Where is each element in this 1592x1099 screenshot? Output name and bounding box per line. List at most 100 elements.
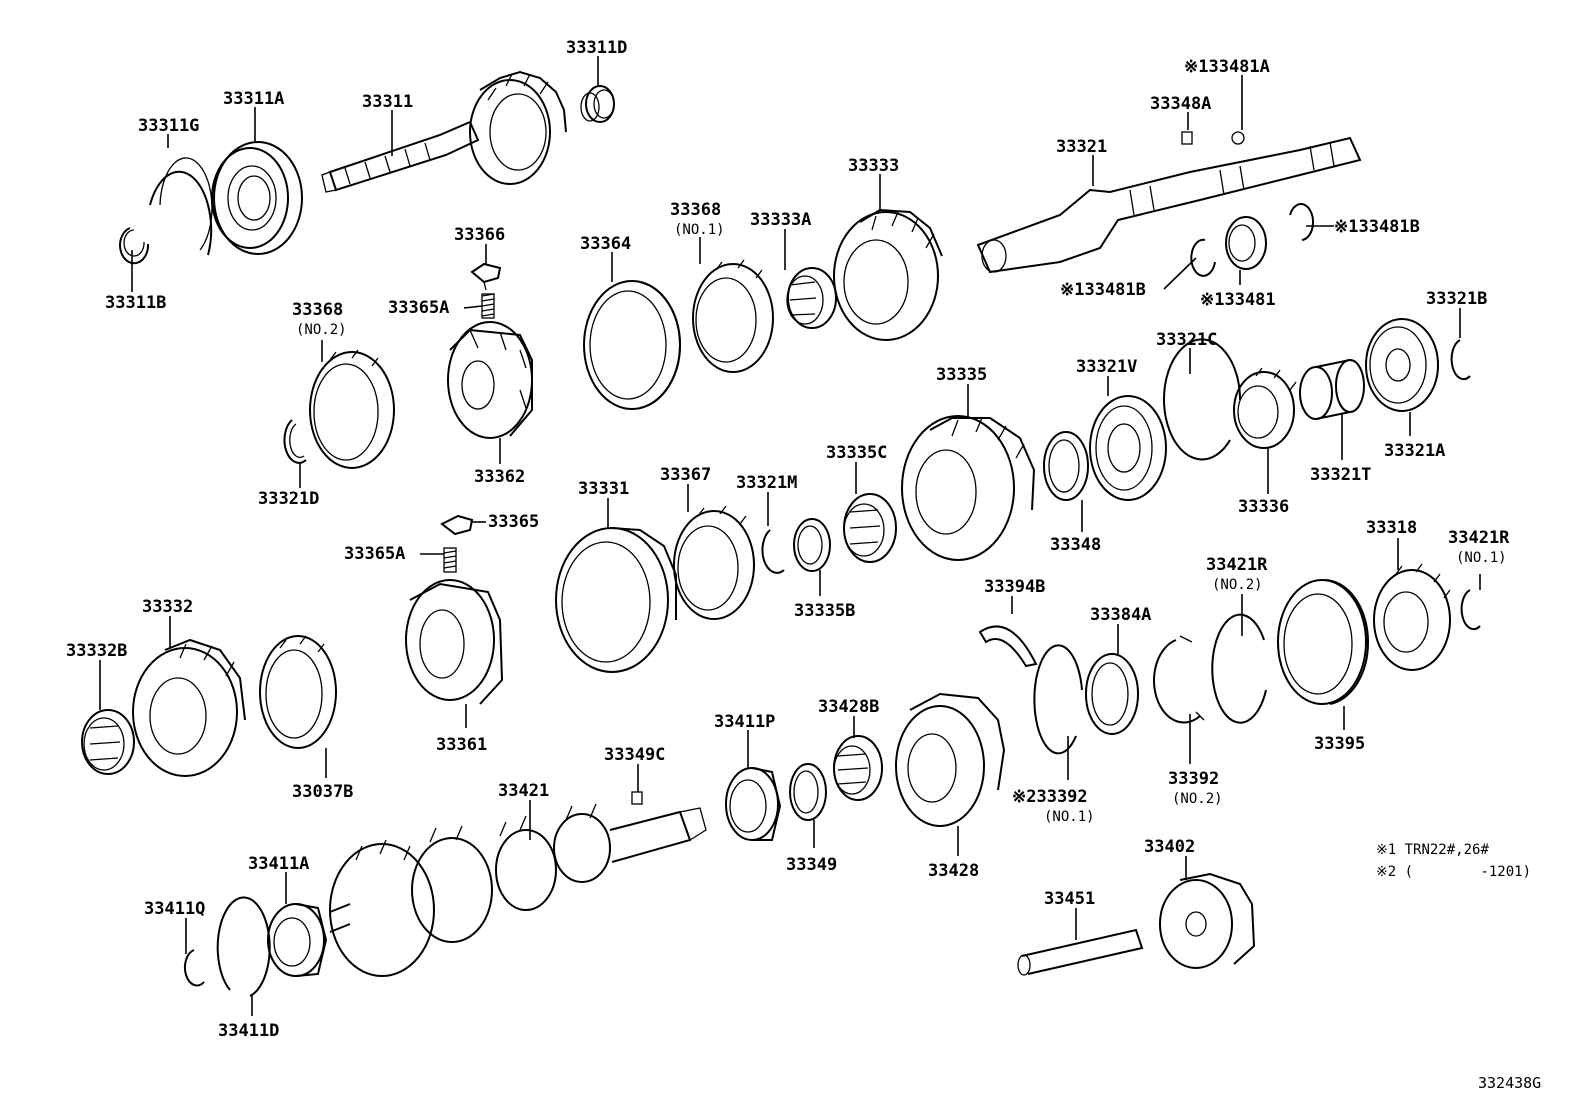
part-33451-idler-shaft bbox=[1017, 928, 1144, 976]
label-133481b-right: ※133481B bbox=[1334, 217, 1420, 237]
label-33332: 33332 bbox=[142, 597, 193, 617]
part-33321a-ball-bearing bbox=[1365, 318, 1439, 412]
part-33335c-needle-bearing bbox=[843, 493, 897, 563]
label-33368-no1-sub: (NO.1) bbox=[674, 222, 725, 238]
label-33395: 33395 bbox=[1314, 734, 1365, 754]
part-33394b-fork-pad bbox=[978, 625, 1038, 668]
label-33321t: 33321T bbox=[1310, 465, 1371, 485]
part-33335b-ring bbox=[793, 518, 831, 572]
label-33348: 33348 bbox=[1050, 535, 1101, 555]
label-33402: 33402 bbox=[1144, 837, 1195, 857]
label-33321: 33321 bbox=[1056, 137, 1107, 157]
part-labels: 33311D 33311A 33311 33311G 33311B 33366 … bbox=[66, 38, 1541, 1092]
label-33421r-no1-sub: (NO.1) bbox=[1456, 550, 1507, 566]
label-33365a-upper: 33365A bbox=[388, 298, 449, 318]
label-33366: 33366 bbox=[454, 225, 505, 245]
part-33395-hub-sleeve bbox=[1277, 579, 1370, 705]
part-33311-input-shaft bbox=[321, 70, 567, 193]
label-33368-no2-sub: (NO.2) bbox=[296, 322, 347, 338]
label-33392-no2: 33392 bbox=[1168, 769, 1219, 789]
part-33411q-snap-ring bbox=[183, 949, 205, 987]
label-33318: 33318 bbox=[1366, 518, 1417, 538]
label-33037b: 33037B bbox=[292, 782, 353, 802]
label-33333a: 33333A bbox=[750, 210, 811, 230]
label-33335b: 33335B bbox=[794, 601, 855, 621]
part-33311d-needle-bearing bbox=[580, 85, 615, 123]
label-33384a: 33384A bbox=[1090, 605, 1151, 625]
part-33392-no1-snap-ring bbox=[1033, 644, 1083, 755]
label-33411a: 33411A bbox=[248, 854, 309, 874]
label-33335: 33335 bbox=[936, 365, 987, 385]
part-33421r-no2-ring bbox=[1211, 613, 1267, 724]
label-33348a: 33348A bbox=[1150, 94, 1211, 114]
part-33311g-snap-ring bbox=[149, 157, 213, 256]
part-33411a-bearing bbox=[267, 903, 328, 977]
part-33365a-spring-lower bbox=[443, 547, 457, 573]
part-33366-shifting-key bbox=[470, 262, 502, 291]
part-33428-gear bbox=[895, 692, 1006, 827]
label-33368-no2: 33368 bbox=[292, 300, 343, 320]
footnote-1: ※1 TRN22#,26# bbox=[1376, 842, 1489, 858]
label-33365a-lower: 33365A bbox=[344, 544, 405, 564]
label-33361: 33361 bbox=[436, 735, 487, 755]
part-33333-gear bbox=[833, 208, 943, 341]
label-133481a: ※133481A bbox=[1184, 57, 1270, 77]
label-33365: 33365 bbox=[488, 512, 539, 532]
label-33367: 33367 bbox=[660, 465, 711, 485]
part-33321-output-shaft bbox=[976, 131, 1362, 274]
part-33321b-snap-ring bbox=[1450, 339, 1471, 381]
part-33411d-snap-ring bbox=[216, 896, 271, 997]
part-33428b-needle-bearing bbox=[833, 735, 883, 801]
label-33335c: 33335C bbox=[826, 443, 887, 463]
label-33428b: 33428B bbox=[818, 697, 879, 717]
label-33411d: 33411D bbox=[218, 1021, 279, 1041]
footnote-2: ※2 ( -1201) bbox=[1376, 864, 1531, 880]
part-33365-shifting-key bbox=[440, 514, 474, 536]
label-33311b: 33311B bbox=[105, 293, 166, 313]
label-33392-no1: ※233392 bbox=[1012, 787, 1088, 807]
label-33311g: 33311G bbox=[138, 116, 199, 136]
label-33428: 33428 bbox=[928, 861, 979, 881]
part-33318-gear bbox=[1373, 563, 1451, 671]
part-33365a-spring-upper bbox=[481, 293, 495, 319]
label-33321c: 33321C bbox=[1156, 330, 1217, 350]
label-33331: 33331 bbox=[578, 479, 629, 499]
label-33333: 33333 bbox=[848, 156, 899, 176]
label-33321m: 33321M bbox=[736, 473, 797, 493]
part-33384a-synchro-ring bbox=[1085, 653, 1139, 735]
label-33364: 33364 bbox=[580, 234, 631, 254]
label-33411q: 33411Q bbox=[144, 899, 205, 919]
part-33362-clutch-hub bbox=[447, 321, 533, 439]
label-33421r-no2: 33421R bbox=[1206, 555, 1268, 575]
label-33321a: 33321A bbox=[1384, 441, 1445, 461]
part-33349c-pin bbox=[631, 791, 643, 805]
label-33321b: 33321B bbox=[1426, 289, 1487, 309]
leader-lines bbox=[99, 56, 1481, 1016]
label-33451: 33451 bbox=[1044, 889, 1095, 909]
label-33362: 33362 bbox=[474, 467, 525, 487]
part-33368-no1-synchro-ring bbox=[692, 259, 774, 373]
part-33321c-snap-ring bbox=[1163, 338, 1242, 461]
part-33333a-needle-bearing bbox=[786, 267, 837, 329]
label-33321d: 33321D bbox=[258, 489, 319, 509]
label-33311: 33311 bbox=[362, 92, 413, 112]
label-33421: 33421 bbox=[498, 781, 549, 801]
part-33421-counter-shaft bbox=[329, 803, 707, 977]
label-133481: ※133481 bbox=[1200, 290, 1276, 310]
part-33321m-snap-ring bbox=[761, 529, 785, 574]
part-33037b-synchro-ring bbox=[259, 635, 337, 749]
label-133481b-left: ※133481B bbox=[1060, 280, 1146, 300]
part-33392-no2-clip bbox=[1152, 635, 1205, 724]
label-33421r-no2-sub: (NO.2) bbox=[1212, 577, 1263, 593]
part-33349-washer bbox=[789, 763, 827, 821]
part-33321v-bearing bbox=[1089, 395, 1167, 501]
label-33421r-no1: 33421R bbox=[1448, 528, 1510, 548]
label-33411p: 33411P bbox=[714, 712, 775, 732]
part-33402-idler-gear bbox=[1159, 872, 1256, 969]
part-33368-no2-synchro-ring bbox=[309, 349, 395, 469]
label-33368-no1: 33368 bbox=[670, 200, 721, 220]
part-33348-washer bbox=[1043, 431, 1089, 501]
part-33311b-snap-ring bbox=[119, 227, 150, 265]
part-33311a-ball-bearing bbox=[211, 141, 303, 255]
